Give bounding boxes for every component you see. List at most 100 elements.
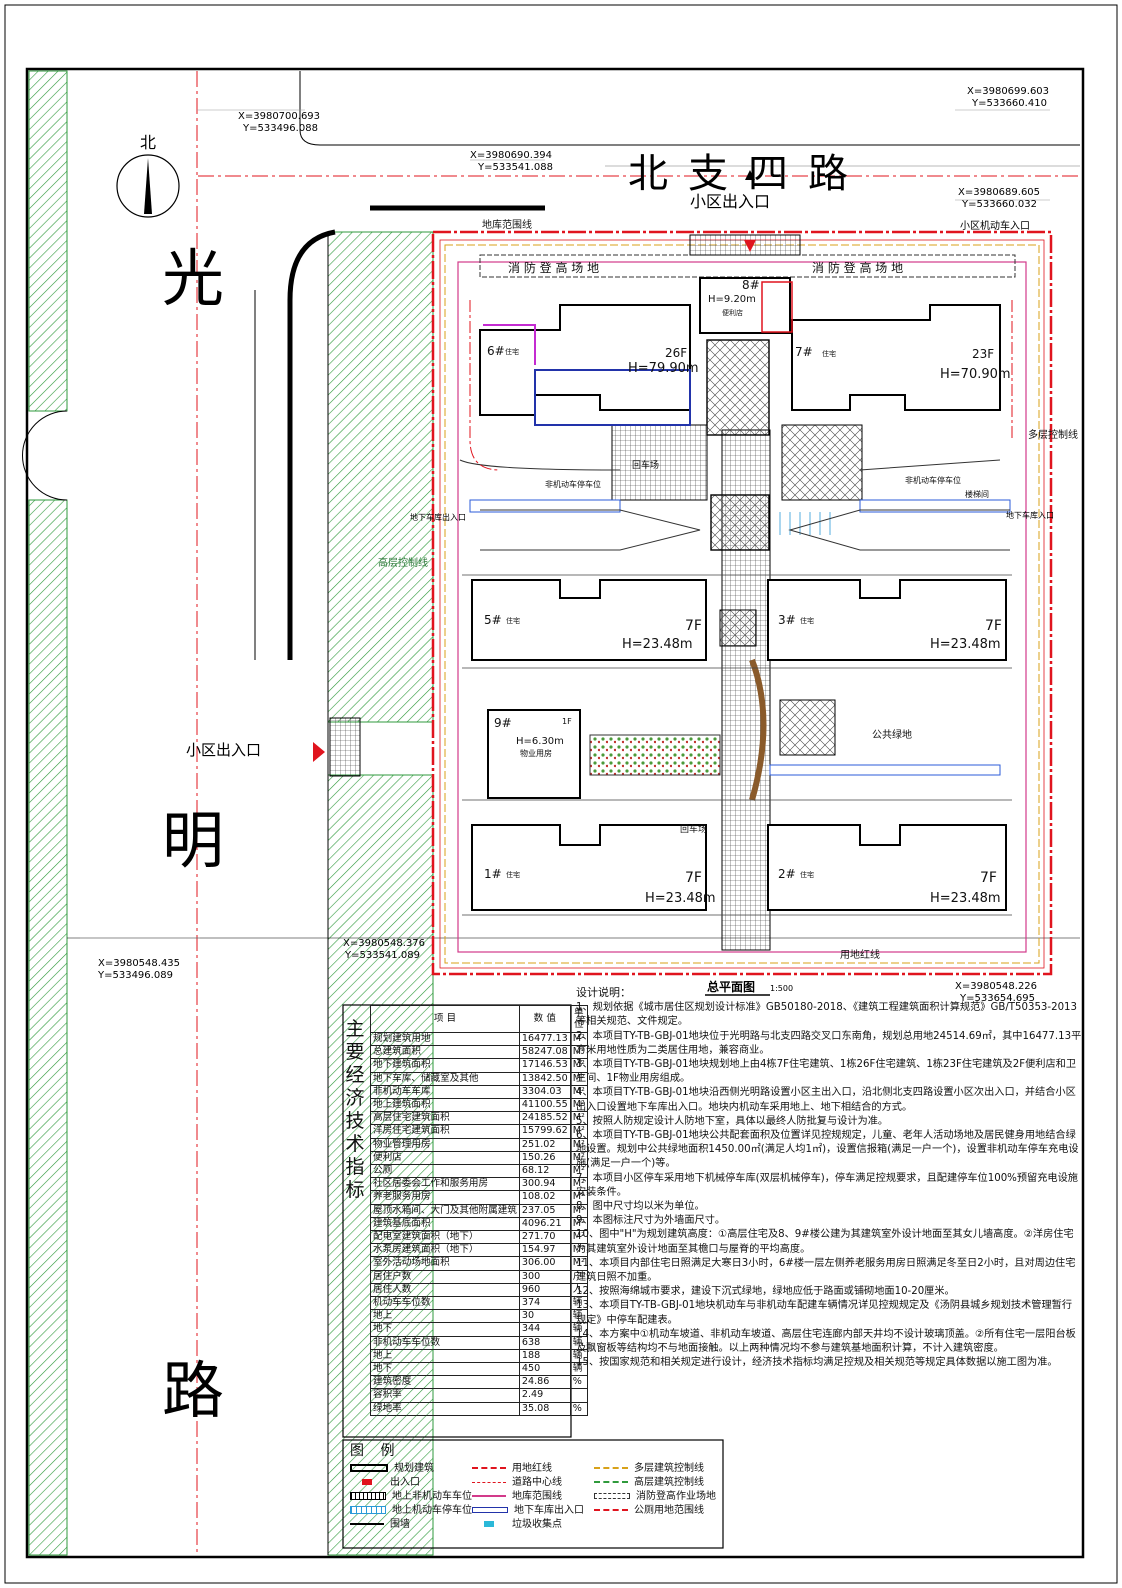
legend-multi-control-icon bbox=[594, 1467, 628, 1469]
svg-text:Y=533654.695: Y=533654.695 bbox=[959, 993, 1035, 1004]
note-item: 15、按国家规范和相关规定进行设计，经济技术指标均满足控规及相关规范等规定具体数… bbox=[576, 1357, 1058, 1369]
public-green-label: 公共绿地 bbox=[872, 728, 912, 741]
econ-title: 主要经济技术指标 bbox=[345, 1018, 365, 1201]
legend-entrance-icon bbox=[362, 1479, 372, 1485]
bld-7-id: 7# bbox=[795, 345, 813, 359]
svg-text:Y=533660.410: Y=533660.410 bbox=[971, 98, 1047, 109]
plan-title: 总平面图 bbox=[707, 979, 755, 994]
note-item: 5、按照人防规定设计人防地下室，具体以最终人防批复与设计为准。 bbox=[576, 1115, 889, 1127]
entrance-garage-right: 地下车库入口 bbox=[1006, 510, 1054, 520]
bld-6-height: H=79.90m bbox=[628, 361, 699, 376]
legend-trash-icon bbox=[484, 1521, 494, 1527]
bld-2-note: 住宅 bbox=[800, 870, 814, 879]
bld-6-note: 住宅 bbox=[505, 347, 519, 356]
legend-item: 高层建筑控制线 bbox=[634, 1477, 704, 1488]
entrance-north: 小区出入口 bbox=[690, 192, 770, 211]
legend-title: 图 例 bbox=[350, 1443, 401, 1459]
fire-area-right: 消 防 登 高 场 地 bbox=[812, 260, 903, 275]
legend-item: 地上机动车停车位 bbox=[392, 1505, 472, 1516]
econ-header-unit: 单 位 bbox=[569, 1005, 588, 1033]
legend-item: 公厕用地范围线 bbox=[634, 1505, 704, 1516]
svg-text:X=3980548.435: X=3980548.435 bbox=[98, 958, 180, 969]
bike-parking-right: 非机动车停车位 bbox=[905, 475, 961, 485]
bld-7-floors: 23F bbox=[972, 347, 994, 361]
bld-3-note: 住宅 bbox=[800, 616, 814, 625]
bld-9-note: 物业用房 bbox=[520, 748, 552, 758]
svg-text:X=3980699.603: X=3980699.603 bbox=[967, 86, 1049, 97]
legend-garage-line-icon bbox=[472, 1495, 506, 1497]
bld-1-floors: 7F bbox=[685, 870, 702, 886]
bld-1-height: H=23.48m bbox=[645, 891, 716, 906]
legend-car-icon bbox=[350, 1506, 386, 1514]
bld-5-floors: 7F bbox=[685, 618, 702, 634]
note-item: 11、本项目内部住宅日照满足大寒日3小时，6#楼一层左侧养老服务用房日照满足冬至… bbox=[576, 1257, 1076, 1284]
legend-item: 围墙 bbox=[390, 1519, 410, 1530]
svg-text:Y=533541.089: Y=533541.089 bbox=[344, 950, 420, 961]
note-item: 8、图中尺寸均以米为单位。 bbox=[576, 1201, 705, 1213]
legend-garage-entrance-icon bbox=[472, 1507, 508, 1513]
bld-1-id: 1# bbox=[484, 867, 502, 881]
note-item: 9、本图标注尺寸为外墙面尺寸。 bbox=[576, 1215, 726, 1227]
svg-text:Y=533660.032: Y=533660.032 bbox=[961, 199, 1037, 210]
fire-area-left: 消 防 登 高 场 地 bbox=[508, 260, 599, 275]
legend-item: 用地红线 bbox=[512, 1463, 552, 1474]
bld-9-height: H=6.30m bbox=[516, 736, 564, 747]
svg-text:X=3980700.693: X=3980700.693 bbox=[238, 111, 320, 122]
note-item: 13、本项目TY-TB-GBJ-01地块机动车与非机动车配建车辆情况详见控规规定… bbox=[576, 1300, 1073, 1326]
legend-toilet-area-icon bbox=[594, 1509, 628, 1511]
bld-5-height: H=23.48m bbox=[622, 637, 693, 652]
entrance-garage-left: 地下车库出入口 bbox=[410, 512, 466, 522]
bike-parking-left: 非机动车停车位 bbox=[545, 479, 601, 489]
bld-2-id: 2# bbox=[778, 867, 796, 881]
legend-item: 地下车库出入口 bbox=[514, 1505, 584, 1516]
svg-text:X=3980548.226: X=3980548.226 bbox=[955, 981, 1037, 992]
plan-scale: 1:500 bbox=[770, 984, 793, 993]
bld-8-note: 便利店 bbox=[722, 308, 743, 317]
legend: 图 例 规划建筑 出入口 地上非机动车车位 地上机动车停车位 围墙 用地红线 道… bbox=[346, 1440, 726, 1530]
note-item: 10、图中"H"为规划建筑高度：①高层住宅及8、9#楼公建为其建筑室外设计地面至… bbox=[576, 1229, 1074, 1255]
bld-9-floors: 1F bbox=[562, 717, 572, 726]
svg-text:Y=533496.089: Y=533496.089 bbox=[97, 970, 173, 981]
entrance-west: 小区出入口 bbox=[186, 741, 261, 759]
bld-6-floors: 26F bbox=[665, 346, 687, 360]
legend-item: 道路中心线 bbox=[512, 1477, 562, 1488]
legend-boundary-icon bbox=[472, 1467, 506, 1469]
bld-7-height: H=70.90m bbox=[940, 367, 1011, 382]
econ-header-value: 数 值 bbox=[518, 1005, 571, 1033]
note-item: 4、本项目TY-TB-GBJ-01地块沿西侧光明路设置小区主出入口，沿北侧北支四… bbox=[576, 1087, 1076, 1113]
bld-2-height: H=23.48m bbox=[930, 891, 1001, 906]
svg-text:Y=533541.088: Y=533541.088 bbox=[477, 162, 553, 173]
bld-1-note: 住宅 bbox=[506, 870, 520, 879]
bld-2-floors: 7F bbox=[980, 870, 997, 886]
legend-road-center-icon bbox=[472, 1481, 506, 1483]
note-item: 2、本项目TY-TB-GBJ-01地块位于光明路与北支四路交叉口东南角，规划总用… bbox=[576, 1030, 1082, 1056]
building-footprints bbox=[471, 277, 1007, 911]
note-item: 12、按照海绵城市要求，建设下沉式绿地，绿地应低于路面或铺砌地面10-20厘米。 bbox=[576, 1286, 955, 1298]
garage-line-label: 地库范围线 bbox=[482, 218, 532, 231]
boundary-label: 用地红线 bbox=[840, 948, 880, 961]
note-item: 1、规划依据《城市居住区规划设计标准》GB50180-2018、《建筑工程建筑面… bbox=[576, 1002, 1078, 1028]
legend-item: 规划建筑 bbox=[394, 1463, 434, 1474]
legend-item: 地库范围线 bbox=[512, 1491, 562, 1502]
legend-item: 多层建筑控制线 bbox=[634, 1463, 704, 1474]
design-notes: 设计说明： 1、规划依据《城市居住区规划设计标准》GB50180-2018、《建… bbox=[576, 986, 1082, 1370]
bld-8-height: H=9.20m bbox=[708, 294, 756, 305]
site-boundary bbox=[431, 230, 1053, 976]
svg-text:Y=533496.088: Y=533496.088 bbox=[242, 123, 318, 134]
legend-high-control-icon bbox=[594, 1481, 628, 1483]
legend-item: 垃圾收集点 bbox=[512, 1519, 562, 1530]
